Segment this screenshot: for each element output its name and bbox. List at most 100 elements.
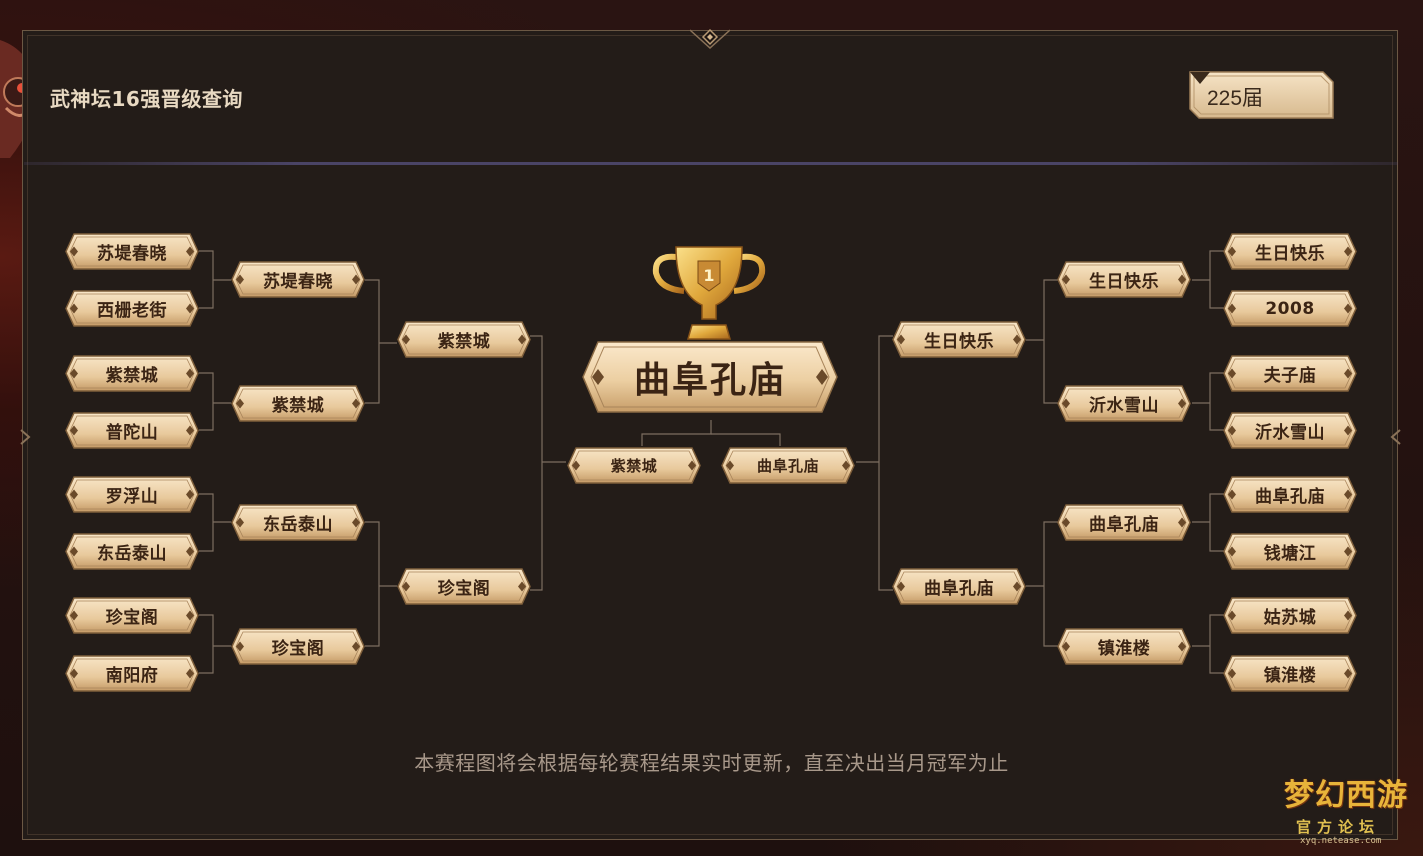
header-divider <box>24 162 1398 165</box>
right-round16-team: 夫子庙 <box>1223 355 1357 392</box>
left-finalist-team: 紫禁城 <box>567 447 701 484</box>
team-name: 罗浮山 <box>105 487 159 507</box>
node-frame <box>65 355 199 392</box>
chevron-down-icon <box>1190 72 1210 84</box>
node-frame <box>65 597 199 634</box>
node-frame <box>1223 412 1357 449</box>
team-name: 钱塘江 <box>1263 544 1317 564</box>
node-frame <box>65 476 199 513</box>
team-name: 曲阜孔庙 <box>924 579 994 599</box>
node-frame <box>397 568 531 605</box>
node-frame <box>65 290 199 327</box>
champion-name: 曲阜孔庙 <box>633 360 786 401</box>
right-round16-team: 生日快乐 <box>1223 233 1357 270</box>
trophy-icon: 1 <box>652 246 766 340</box>
team-name: 曲阜孔庙 <box>1089 515 1159 535</box>
left-round16-team: 南阳府 <box>65 655 199 692</box>
right-quarterfinal-team: 镇淮楼 <box>1057 628 1191 665</box>
page-title: 武神坛16强晋级查询 <box>50 87 243 111</box>
footer-note: 本赛程图将会根据每轮赛程结果实时更新，直至决出当月冠军为止 <box>414 751 1009 775</box>
node-frame <box>1057 385 1191 422</box>
team-name: 南阳府 <box>105 666 159 686</box>
team-name: 生日快乐 <box>1255 244 1325 264</box>
node-frame <box>231 504 365 541</box>
right-round16-team: 姑苏城 <box>1223 597 1357 634</box>
team-name: 苏堤春晓 <box>263 272 333 292</box>
right-round16-team: 2008 <box>1223 290 1357 327</box>
right-round16-team: 沂水雪山 <box>1223 412 1357 449</box>
champion-plaque: 曲阜孔庙 <box>582 341 838 413</box>
logo-main-text: 梦幻西游 <box>1284 778 1408 813</box>
team-name: 西栅老街 <box>97 301 167 321</box>
left-quarterfinal-team: 东岳泰山 <box>231 504 365 541</box>
node-frame <box>1223 533 1357 570</box>
team-name: 紫禁城 <box>610 457 658 475</box>
left-quarterfinal-team: 紫禁城 <box>231 385 365 422</box>
team-name: 沂水雪山 <box>1089 396 1159 416</box>
node-frame <box>231 261 365 298</box>
right-quarterfinal-team: 生日快乐 <box>1057 261 1191 298</box>
left-round16-team: 西栅老街 <box>65 290 199 327</box>
node-frame <box>892 568 1026 605</box>
right-quarterfinal-team: 曲阜孔庙 <box>1057 504 1191 541</box>
left-quarterfinal-team: 苏堤春晓 <box>231 261 365 298</box>
node-frame <box>1057 261 1191 298</box>
node-frame <box>1223 655 1357 692</box>
team-name: 普陀山 <box>105 423 159 443</box>
left-round16-team: 东岳泰山 <box>65 533 199 570</box>
team-name: 紫禁城 <box>437 332 491 352</box>
right-quarterfinal-team: 沂水雪山 <box>1057 385 1191 422</box>
team-name: 姑苏城 <box>1263 608 1317 628</box>
node-frame <box>1057 628 1191 665</box>
right-round16-team: 曲阜孔庙 <box>1223 476 1357 513</box>
team-name: 珍宝阁 <box>271 639 325 659</box>
node-frame <box>65 533 199 570</box>
left-round16-team: 紫禁城 <box>65 355 199 392</box>
right-edge-arrow-icon <box>1390 429 1401 445</box>
team-name: 紫禁城 <box>271 396 325 416</box>
left-round16-team: 罗浮山 <box>65 476 199 513</box>
team-name: 曲阜孔庙 <box>1255 487 1325 507</box>
team-name: 夫子庙 <box>1263 366 1317 386</box>
node-frame <box>397 321 531 358</box>
right-semifinal-team: 曲阜孔庙 <box>892 568 1026 605</box>
left-quarterfinal-team: 珍宝阁 <box>231 628 365 665</box>
team-name: 东岳泰山 <box>263 515 333 535</box>
node-frame <box>1223 290 1357 327</box>
node-frame <box>1223 476 1357 513</box>
team-name: 2008 <box>1265 298 1315 319</box>
node-frame <box>1223 355 1357 392</box>
champion-frame <box>582 341 838 413</box>
top-ornament-icon <box>690 28 730 50</box>
node-frame <box>231 628 365 665</box>
bracket-panel <box>22 30 1398 840</box>
trophy-rank-text: 1 <box>703 266 714 285</box>
team-name: 珍宝阁 <box>437 579 491 599</box>
node-frame <box>65 655 199 692</box>
team-name: 生日快乐 <box>924 332 994 352</box>
node-frame <box>65 412 199 449</box>
node-frame <box>567 447 701 484</box>
node-frame <box>231 385 365 422</box>
node-frame <box>1223 597 1357 634</box>
right-round16-team: 镇淮楼 <box>1223 655 1357 692</box>
left-round16-team: 珍宝阁 <box>65 597 199 634</box>
node-frame <box>65 233 199 270</box>
left-semifinal-team: 紫禁城 <box>397 321 531 358</box>
season-select[interactable]: 225届 <box>1189 71 1334 119</box>
season-selected-value: 225届 <box>1207 87 1264 110</box>
forum-logo: 梦幻西游 官方论坛 xyq.netease.com <box>1276 770 1416 850</box>
right-semifinal-team: 生日快乐 <box>892 321 1026 358</box>
team-name: 沂水雪山 <box>1255 423 1325 443</box>
team-name: 苏堤春晓 <box>97 244 167 264</box>
right-round16-team: 钱塘江 <box>1223 533 1357 570</box>
team-name: 东岳泰山 <box>97 544 167 564</box>
team-name: 镇淮楼 <box>1263 666 1317 686</box>
logo-url-text: xyq.netease.com <box>1300 836 1382 846</box>
right-finalist-team: 曲阜孔庙 <box>721 447 855 484</box>
team-name: 镇淮楼 <box>1097 639 1151 659</box>
logo-sub-text: 官方论坛 <box>1296 818 1381 836</box>
left-edge-arrow-icon <box>20 429 31 445</box>
node-frame <box>1057 504 1191 541</box>
node-frame <box>1223 233 1357 270</box>
